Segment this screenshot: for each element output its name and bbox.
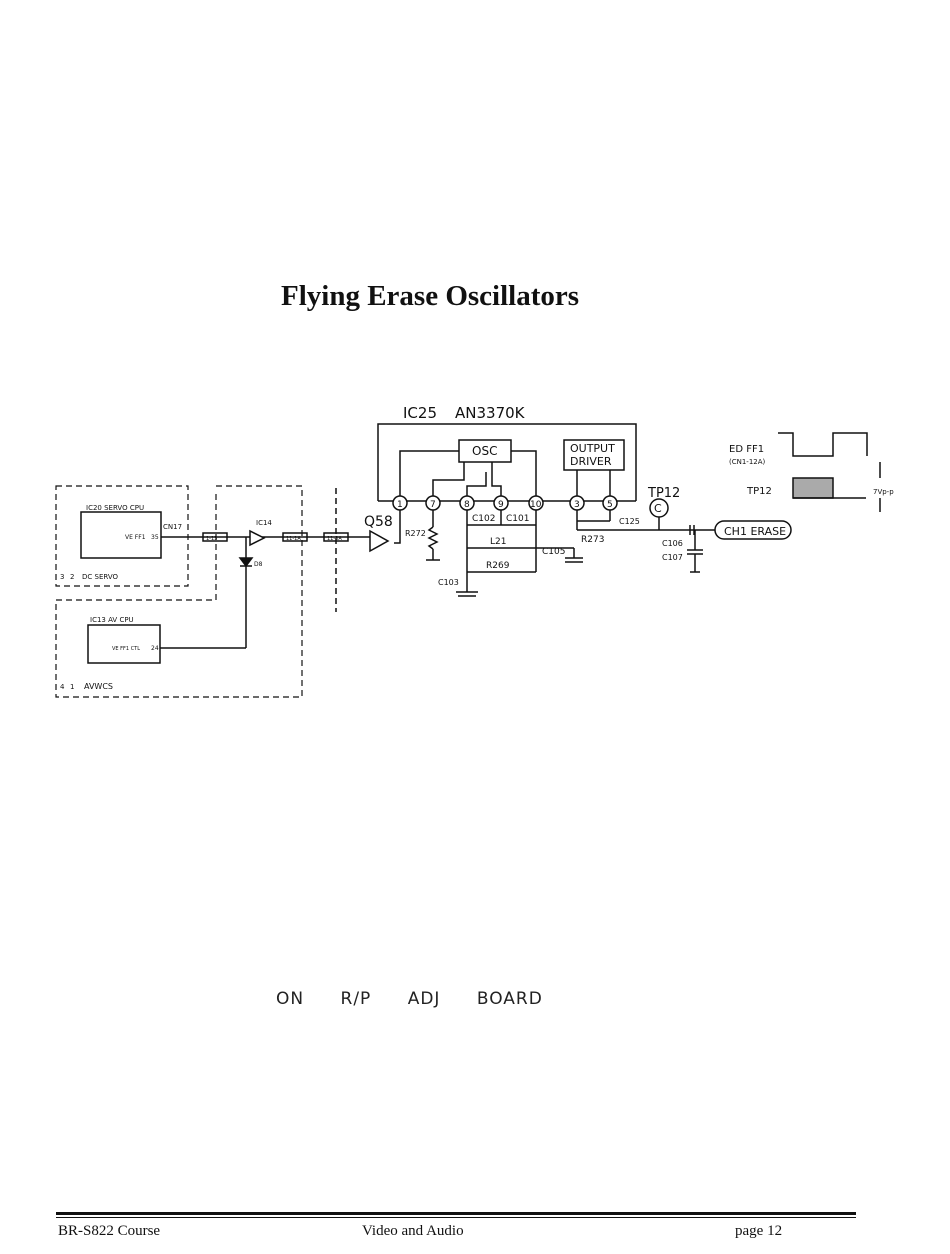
driver-label-1: OUTPUT <box>570 442 615 455</box>
r269-label: R269 <box>486 561 510 571</box>
l21-label: L21 <box>490 537 506 547</box>
d8-label: D8 <box>254 561 263 568</box>
pin-label: 8 <box>464 500 470 510</box>
connector-label: 11-1A <box>286 536 301 542</box>
pin-label: 9 <box>498 500 504 510</box>
connector-label: 1-13 <box>206 536 217 542</box>
waveform-edff1 <box>778 432 868 457</box>
veff1-ctl-label: VE FF1 CTL <box>112 646 140 652</box>
ic25-part: AN3370K <box>455 404 526 422</box>
dc-servo-label: DC SERVO <box>82 573 119 581</box>
veff1-label: VE FF1 <box>125 534 146 541</box>
c102-label: C102 <box>472 514 495 524</box>
ch1-erase-label: CH1 ERASE <box>724 525 786 538</box>
pin-label: 1 <box>397 500 403 510</box>
av-num-1: 4 <box>60 683 65 691</box>
c105-label: C105 <box>542 547 565 557</box>
edff1-sublabel: (CN1-12A) <box>729 458 766 466</box>
av-num-2: 1 <box>70 683 74 691</box>
ic14-label: IC14 <box>256 519 272 527</box>
pin-label: 10 <box>530 500 542 510</box>
osc-label: OSC <box>472 444 497 458</box>
footer-rule <box>56 1217 856 1218</box>
footer-course: BR-S822 Course <box>58 1223 161 1239</box>
footer-section: Video and Audio <box>362 1223 464 1239</box>
ic25-outline <box>377 423 637 501</box>
av-cpu-label: IC13 AV CPU <box>90 616 134 624</box>
waveform-tp12 <box>792 477 834 499</box>
edff1-label: ED FF1 <box>729 444 764 455</box>
output-driver-box <box>563 439 625 471</box>
connector-label: 11-3A <box>327 536 342 542</box>
page-title: Flying Erase Oscillators <box>280 280 580 312</box>
servo-cpu-label: IC20 SERVO CPU <box>86 504 144 512</box>
erase-connector <box>714 520 792 540</box>
amplitude-label: 7Vp-p <box>873 488 894 496</box>
c107-label: C107 <box>662 553 683 562</box>
cn17-label: CN17 <box>163 523 182 531</box>
veff1-pin: 35 <box>151 534 159 541</box>
r273-label: R273 <box>581 535 604 545</box>
c125-label: C125 <box>619 517 640 526</box>
pin-label: 3 <box>574 500 580 510</box>
c103-label: C103 <box>438 578 459 587</box>
r272-label: R272 <box>405 529 426 538</box>
ic25-ref: IC25 <box>403 404 437 422</box>
driver-label-2: DRIVER <box>570 455 612 468</box>
footer-page-number: page 12 <box>735 1223 783 1239</box>
servo-num-1: 3 <box>60 573 64 581</box>
pin-label: 5 <box>607 500 613 510</box>
tp12-symbol: C <box>654 502 662 515</box>
avwcs-label: AVWCS <box>84 682 113 691</box>
pin-label: 7 <box>430 500 436 510</box>
tp12-label: TP12 <box>647 486 680 501</box>
c106-label: C106 <box>662 539 683 548</box>
handwritten-note: ON R/P ADJ BOARD <box>276 989 543 1009</box>
c101-label: C101 <box>506 514 529 524</box>
servo-num-2: 2 <box>70 573 74 581</box>
q58-label: Q58 <box>364 514 393 530</box>
footer-rule <box>56 1212 856 1215</box>
tp12-waveform-label: TP12 <box>746 486 772 497</box>
veff1-ctl-pin: 24 <box>151 645 159 652</box>
